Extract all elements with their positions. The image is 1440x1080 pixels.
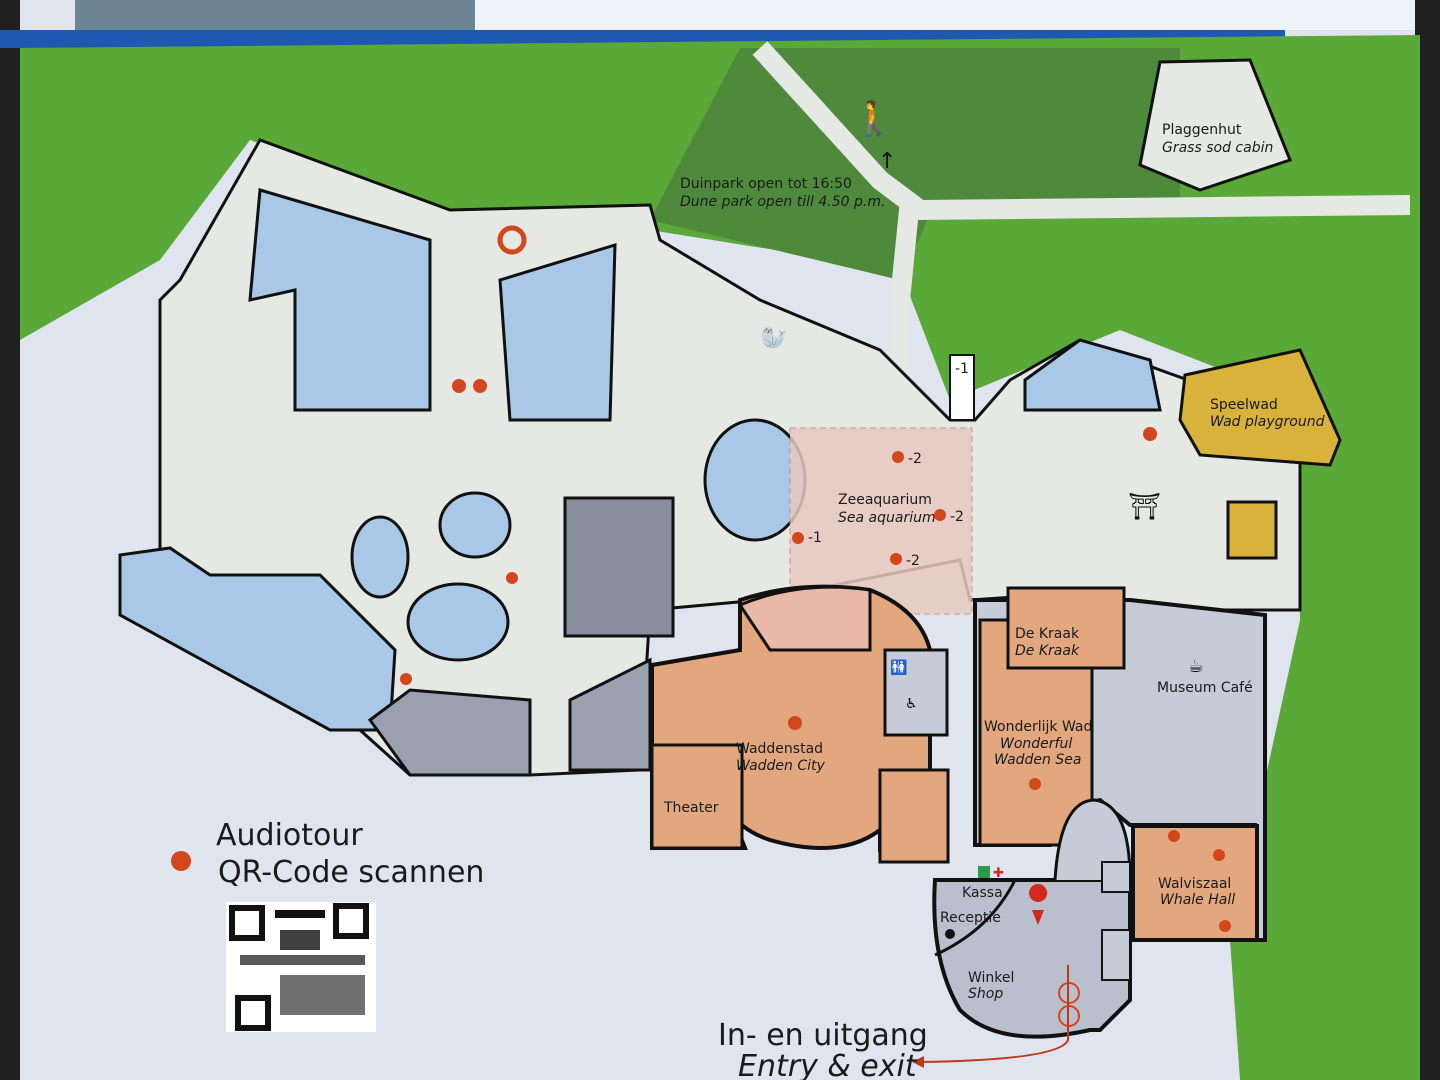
wonderful-wadden-sea-label: Wonderlijk Wad bbox=[984, 719, 1092, 735]
exit-route-arrow bbox=[919, 965, 1069, 1063]
level-label: -1 bbox=[955, 361, 969, 377]
receptie-label: Receptie bbox=[940, 910, 1001, 926]
audiotour-point[interactable] bbox=[1143, 427, 1157, 441]
audiotour-point[interactable] bbox=[792, 532, 804, 544]
de-kraak-room bbox=[1006, 586, 1126, 670]
whale-hall-label: Walviszaal bbox=[1158, 876, 1231, 892]
pedestrian-icon: 🚶 bbox=[852, 99, 894, 139]
shop-label-en: Shop bbox=[968, 986, 1003, 1002]
dune-path bbox=[752, 41, 1411, 221]
side-room bbox=[878, 768, 950, 864]
audiotour-point[interactable] bbox=[1029, 778, 1041, 790]
plaggenhut-cabin bbox=[1138, 58, 1292, 192]
de-kraak-label: De Kraak bbox=[1015, 626, 1080, 642]
bird-pool bbox=[118, 546, 397, 732]
audiotour-title: Audiotour bbox=[216, 818, 363, 853]
audiotour-point[interactable] bbox=[1219, 920, 1231, 932]
wadden-city-label: Waddenstad bbox=[736, 741, 823, 757]
sea-aquarium-label-en: Sea aquarium bbox=[838, 510, 936, 526]
you-are-here-pin-icon bbox=[1029, 884, 1048, 925]
seal-pool-7 bbox=[1023, 338, 1162, 412]
aed-icon bbox=[978, 866, 990, 878]
sea-aquarium-label: Zeeaquarium bbox=[838, 492, 932, 508]
wonderful-wadden-sea-label-en-2: Wadden Sea bbox=[994, 752, 1081, 768]
level-label: -2 bbox=[906, 553, 920, 569]
audiotour-points bbox=[400, 379, 1231, 932]
whale-hall-room bbox=[1131, 824, 1259, 942]
audiotour-point[interactable] bbox=[400, 673, 412, 685]
theater-room bbox=[650, 743, 744, 850]
toilets-entrance-icon bbox=[1101, 929, 1131, 981]
dune-park bbox=[650, 48, 1180, 280]
shop-label: Winkel bbox=[968, 970, 1014, 986]
wheelchair-icon: ♿ bbox=[905, 696, 918, 712]
wadden-city-label-en: Wadden City bbox=[736, 758, 826, 774]
first-aid-icon: ✚ bbox=[993, 866, 1004, 881]
speelwad-playground bbox=[1178, 348, 1342, 467]
lockers-icon bbox=[1101, 861, 1131, 893]
plaggenhut-label-en: Grass sod cabin bbox=[1162, 140, 1273, 156]
entrance-label: In- en uitgang bbox=[718, 1018, 928, 1053]
arrow-up-icon: ↑ bbox=[878, 149, 896, 174]
wonderful-wadden-sea-label-en: Wonderful bbox=[1000, 736, 1072, 752]
audiotour-point[interactable] bbox=[788, 716, 802, 730]
hall-rotunda bbox=[1053, 798, 1132, 881]
level-label: -2 bbox=[908, 451, 922, 467]
coffee-cup-icon: ☕ bbox=[1188, 656, 1204, 677]
entrance-hall bbox=[932, 878, 1132, 1039]
entrance-label-en: Entry & exit bbox=[738, 1049, 918, 1080]
level-label: -1 bbox=[808, 530, 822, 546]
speelwad-label-en: Wad playground bbox=[1210, 414, 1325, 430]
dune-park-hours-en: Dune park open till 4.50 p.m. bbox=[680, 194, 885, 210]
picnic-table-icon: ⛩ bbox=[1128, 492, 1161, 522]
seal-pool-4 bbox=[438, 491, 512, 559]
grass-area bbox=[20, 35, 1420, 1080]
seal-pool-2 bbox=[498, 242, 617, 422]
header-banner bbox=[475, 0, 1415, 30]
theater-label: Theater bbox=[663, 800, 719, 816]
dune-park-hours: Duinpark open tot 16:50 bbox=[680, 176, 852, 192]
seal-pool-5 bbox=[406, 582, 510, 662]
de-kraak-label-en: De Kraak bbox=[1015, 643, 1080, 659]
footpath bbox=[890, 199, 920, 400]
level-label: -2 bbox=[950, 509, 964, 525]
audiotour-point[interactable] bbox=[473, 379, 487, 393]
seals-icon: 🦭 bbox=[760, 326, 787, 351]
seal-pool-1 bbox=[248, 188, 432, 412]
audiotour-point[interactable] bbox=[1213, 849, 1225, 861]
audiotour-subtitle: QR-Code scannen bbox=[218, 855, 484, 890]
wadden-city-upper bbox=[737, 585, 872, 652]
header-photo bbox=[75, 0, 475, 30]
museum-cafe-label: Museum Café bbox=[1157, 680, 1253, 696]
stairs-icon bbox=[949, 354, 975, 421]
bird-enclosures bbox=[367, 688, 532, 777]
lifebuoy-icon bbox=[497, 225, 527, 255]
qr-code[interactable] bbox=[226, 902, 376, 1032]
audiotour-point[interactable] bbox=[452, 379, 466, 393]
audiotour-point[interactable] bbox=[934, 509, 946, 521]
arrow-left-icon bbox=[912, 1056, 924, 1068]
info-icon bbox=[945, 929, 955, 939]
seal-pool-3 bbox=[350, 515, 410, 599]
porpoise-tank bbox=[563, 496, 675, 638]
audiotour-point[interactable] bbox=[892, 451, 904, 463]
toilets bbox=[883, 648, 949, 737]
toilet-icon: 🚻 bbox=[890, 659, 907, 676]
kassa-label: Kassa bbox=[962, 885, 1003, 901]
play-area-icon bbox=[1226, 500, 1278, 560]
audiotour-point[interactable] bbox=[890, 553, 902, 565]
whale-hall-label-en: Whale Hall bbox=[1160, 892, 1235, 908]
sea-aquarium-area bbox=[789, 427, 973, 615]
plaggenhut-label: Plaggenhut bbox=[1162, 122, 1242, 138]
speelwad-label: Speelwad bbox=[1210, 397, 1278, 413]
audiotour-dot-legend bbox=[171, 851, 191, 871]
audiotour-point[interactable] bbox=[506, 572, 518, 584]
reception-desk bbox=[934, 878, 1018, 957]
audiotour-point[interactable] bbox=[1168, 830, 1180, 842]
